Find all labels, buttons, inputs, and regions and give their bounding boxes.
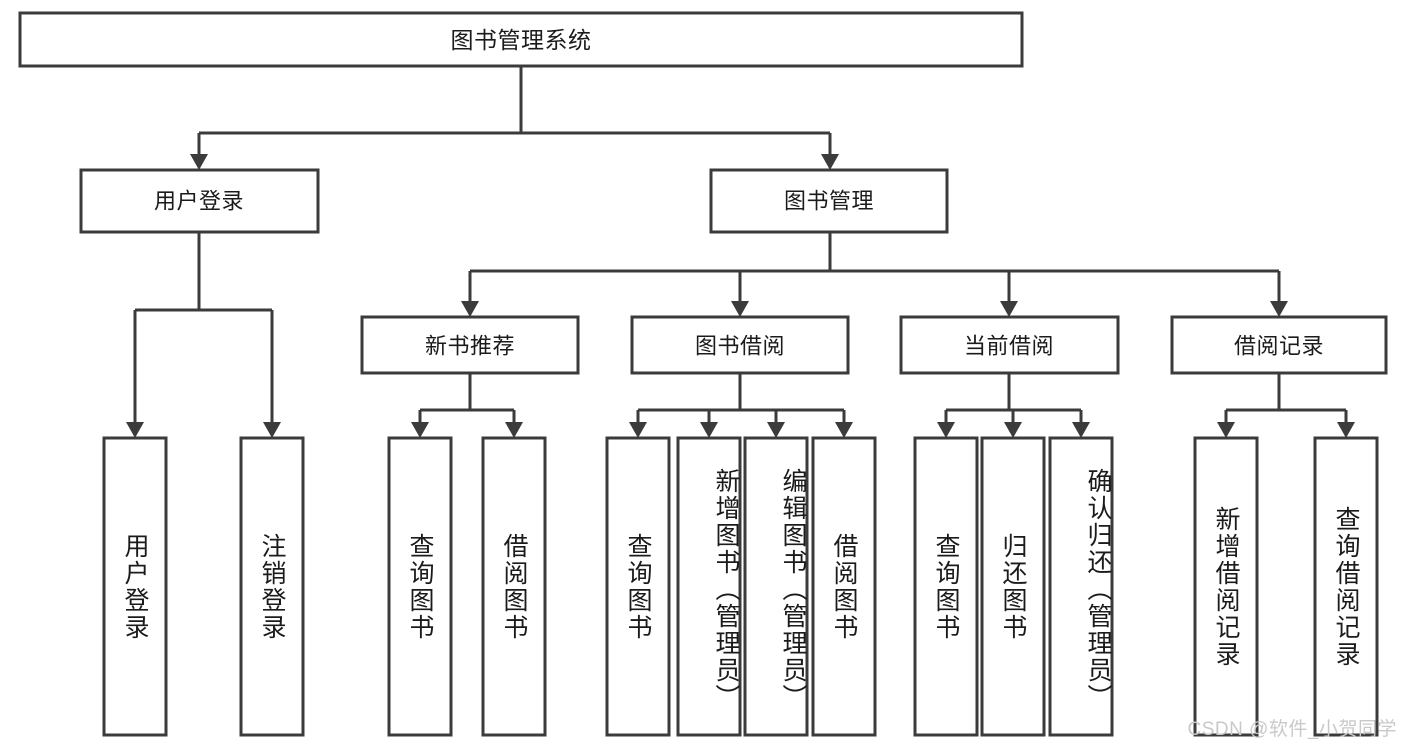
arrowhead-book-manage	[821, 154, 839, 170]
arrowhead-current-borrow	[1000, 301, 1018, 317]
book-borrow-label: 图书借阅	[695, 334, 785, 359]
book-manage-label: 图书管理	[784, 189, 874, 214]
leaf-borrow-book-1-box[interactable]	[481, 436, 547, 737]
arrowhead-leaf-add-book	[700, 422, 718, 438]
current-borrow-box[interactable]	[899, 315, 1120, 375]
user-login-label: 用户登录	[154, 189, 244, 214]
node-book-borrow[interactable]: 图书借阅	[630, 315, 850, 375]
arrowhead-leaf-query-record	[1337, 422, 1355, 438]
root-box[interactable]	[18, 11, 1024, 68]
node-borrow-record[interactable]: 借阅记录	[1170, 315, 1388, 375]
node-user-login[interactable]: 用户登录	[79, 168, 320, 234]
arrowhead-leaf-confirm-return	[1072, 422, 1090, 438]
leaf-borrow-book-2-box[interactable]	[811, 436, 877, 737]
arrowhead-leaf-user-login	[126, 422, 144, 438]
new-book-recommend-box[interactable]	[360, 315, 580, 375]
node-root[interactable]: 图书管理系统	[18, 11, 1024, 68]
borrow-record-label: 借阅记录	[1234, 334, 1324, 359]
leaf-box-layer	[102, 436, 1379, 737]
arrowhead-leaf-add-record	[1217, 422, 1235, 438]
arrowhead-leaf-borrow-book-2	[835, 422, 853, 438]
leaf-query-book-3-box[interactable]	[913, 436, 979, 737]
arrowhead-leaf-query-book-2	[629, 422, 647, 438]
arrowhead-borrow-record	[1270, 301, 1288, 317]
current-borrow-label: 当前借阅	[964, 334, 1054, 359]
connector-layer	[126, 66, 1355, 438]
leaf-query-record-box[interactable]	[1313, 436, 1379, 737]
leaf-return-book-box[interactable]	[980, 436, 1046, 737]
book-manage-box[interactable]	[709, 168, 949, 234]
leaf-add-record-box[interactable]	[1193, 436, 1259, 737]
user-login-box[interactable]	[79, 168, 320, 234]
book-borrow-box[interactable]	[630, 315, 850, 375]
node-new-book-recommend[interactable]: 新书推荐	[360, 315, 580, 375]
leaf-query-book-2-box[interactable]	[605, 436, 671, 737]
arrowhead-leaf-edit-book	[767, 422, 785, 438]
arrowhead-leaf-borrow-book-1	[505, 422, 523, 438]
root-label: 图书管理系统	[451, 27, 592, 53]
arrowhead-book-borrow	[731, 301, 749, 317]
leaf-user-login-box[interactable]	[102, 436, 168, 737]
leaf-edit-book-box[interactable]	[743, 436, 809, 737]
node-book-manage[interactable]: 图书管理	[709, 168, 949, 234]
watermark-text: CSDN @软件_小贺同学	[1187, 719, 1397, 740]
leaf-add-book-box[interactable]	[676, 436, 742, 737]
node-current-borrow[interactable]: 当前借阅	[899, 315, 1120, 375]
leaf-query-book-1-box[interactable]	[387, 436, 453, 737]
new-book-recommend-label: 新书推荐	[425, 334, 515, 359]
leaf-confirm-return-box[interactable]	[1048, 436, 1114, 737]
arrowhead-new-book-recommend	[461, 301, 479, 317]
arrowhead-leaf-query-book-3	[937, 422, 955, 438]
arrowhead-user-login	[190, 154, 208, 170]
borrow-record-box[interactable]	[1170, 315, 1388, 375]
arrowhead-leaf-return-book	[1004, 422, 1022, 438]
arrowhead-leaf-logout-login	[263, 422, 281, 438]
leaf-logout-login-box[interactable]	[239, 436, 305, 737]
arrowhead-leaf-query-book-1	[411, 422, 429, 438]
